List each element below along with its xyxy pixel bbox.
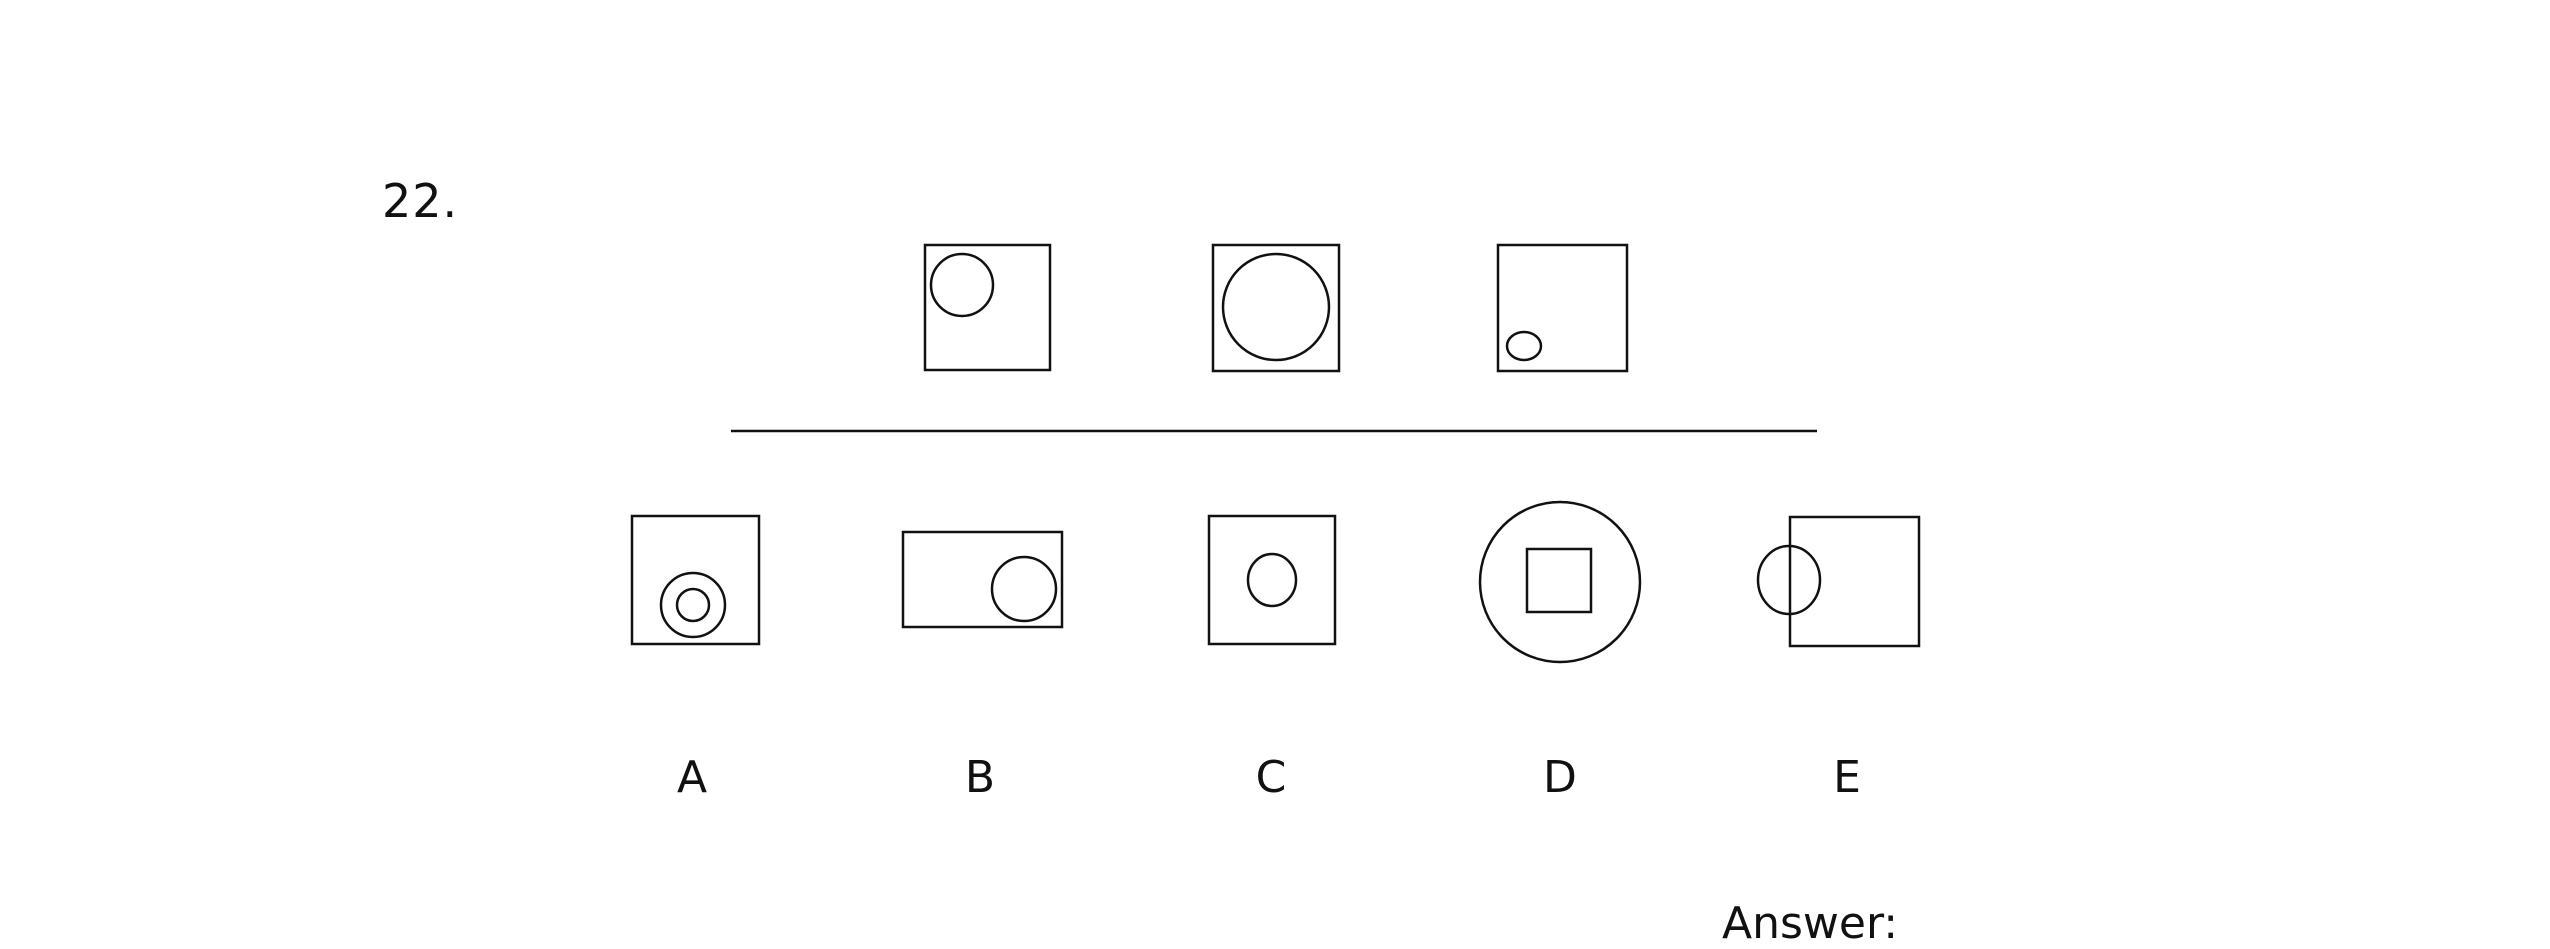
rectangle-shape <box>901 530 1064 629</box>
square-shape <box>630 514 761 646</box>
outer-circle-shape <box>659 571 727 639</box>
square-shape <box>923 243 1052 372</box>
circle-shape <box>990 555 1058 623</box>
circle-shape <box>1246 552 1298 608</box>
answer-label: Answer: <box>1722 898 1899 949</box>
option-figure-d[interactable] <box>1478 500 1642 664</box>
overlapping-circle-shape <box>1756 544 1822 616</box>
option-figure-c[interactable] <box>1207 514 1337 646</box>
sequence-figure-1 <box>923 243 1052 372</box>
circle-shape <box>929 252 995 318</box>
option-label-b: B <box>964 752 996 803</box>
circle-shape <box>1221 252 1331 362</box>
large-circle-shape <box>1478 500 1642 664</box>
inner-circle-shape <box>675 587 711 623</box>
sequence-figure-3 <box>1496 243 1629 373</box>
option-label-d: D <box>1543 752 1577 803</box>
option-label-a: A <box>676 752 708 803</box>
square-shape <box>1788 515 1921 648</box>
option-label-e: E <box>1833 752 1861 803</box>
option-figure-b[interactable] <box>901 530 1064 629</box>
square-shape <box>1211 243 1341 373</box>
square-shape <box>1496 243 1629 373</box>
square-shape <box>1525 547 1593 614</box>
sequence-figure-2 <box>1211 243 1341 373</box>
option-figure-a[interactable] <box>630 514 761 646</box>
question-number: 22. <box>382 174 459 228</box>
small-ellipse-shape <box>1505 330 1543 362</box>
option-label-c: C <box>1255 752 1287 803</box>
square-shape <box>1207 514 1337 646</box>
option-figure-e[interactable] <box>1756 515 1921 648</box>
